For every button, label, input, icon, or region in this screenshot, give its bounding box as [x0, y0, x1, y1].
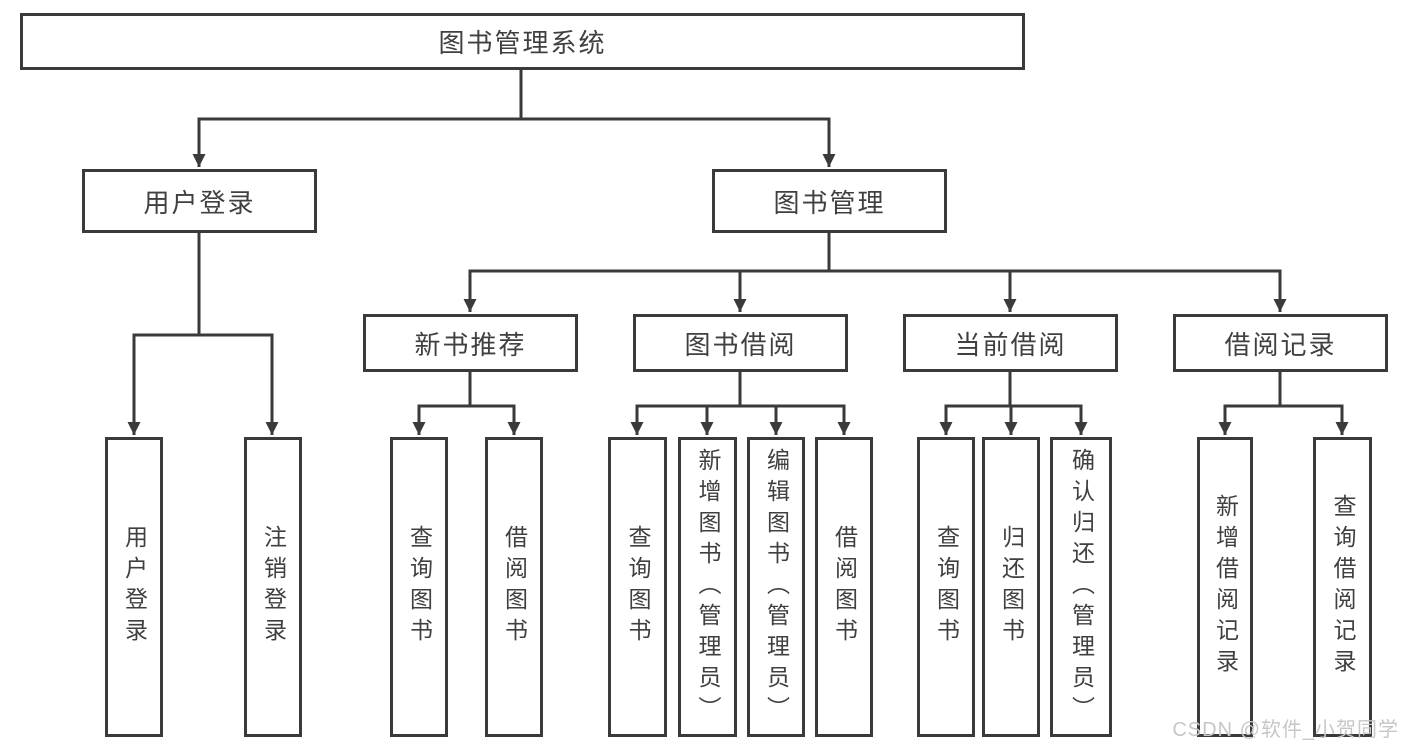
node-book-borrowing: 图书借阅	[633, 314, 848, 372]
node-book-management: 图书管理	[712, 169, 947, 233]
node-label: 借阅图书	[831, 525, 858, 649]
leaf-user-login: 用户登录	[105, 437, 163, 737]
node-label: 查询借阅记录	[1330, 494, 1356, 680]
node-label: 注销登录	[260, 525, 287, 649]
node-label: 编辑图书（管理员）	[763, 447, 790, 727]
node-label: 查询图书	[933, 525, 960, 649]
node-label: 新增借阅记录	[1212, 494, 1239, 680]
leaf-add-borrow-record: 新增借阅记录	[1197, 437, 1253, 737]
node-label: 用户登录	[121, 525, 148, 649]
node-label: 查询图书	[625, 525, 651, 649]
node-current-borrowing: 当前借阅	[903, 314, 1118, 372]
node-label: 新书推荐	[414, 329, 527, 360]
node-new-book-recommend: 新书推荐	[363, 314, 578, 372]
node-label: 查询图书	[406, 525, 433, 649]
leaf-confirm-return-admin: 确认归还（管理员）	[1050, 437, 1112, 737]
leaf-logout: 注销登录	[244, 437, 302, 737]
node-label: 用户登录	[143, 187, 256, 218]
leaf-return-books: 归还图书	[982, 437, 1040, 737]
leaf-add-books-admin: 新增图书（管理员）	[678, 437, 737, 737]
node-label: 归还图书	[998, 525, 1025, 649]
node-label: 图书借阅	[684, 329, 797, 360]
leaf-edit-books-admin: 编辑图书（管理员）	[747, 437, 805, 737]
leaf-borrow-books-recommend: 借阅图书	[485, 437, 543, 737]
csdn-watermark: CSDN @软件_小贺同学	[1172, 719, 1399, 741]
node-label: 借阅记录	[1224, 329, 1337, 360]
node-label: 新增图书（管理员）	[695, 447, 721, 727]
leaf-query-books-borrow: 查询图书	[608, 437, 667, 737]
node-borrowing-records: 借阅记录	[1173, 314, 1388, 372]
leaf-query-books-current: 查询图书	[917, 437, 975, 737]
node-root-library-system: 图书管理系统	[20, 13, 1025, 70]
leaf-query-books-recommend: 查询图书	[390, 437, 448, 737]
node-user-login: 用户登录	[82, 169, 317, 233]
node-label: 图书管理系统	[438, 28, 607, 58]
node-label: 当前借阅	[954, 329, 1067, 360]
node-label: 借阅图书	[501, 525, 528, 649]
leaf-query-borrow-record: 查询借阅记录	[1313, 437, 1372, 737]
node-label: 确认归还（管理员）	[1068, 447, 1095, 727]
leaf-borrow-books: 借阅图书	[815, 437, 873, 737]
node-label: 图书管理	[773, 187, 886, 218]
